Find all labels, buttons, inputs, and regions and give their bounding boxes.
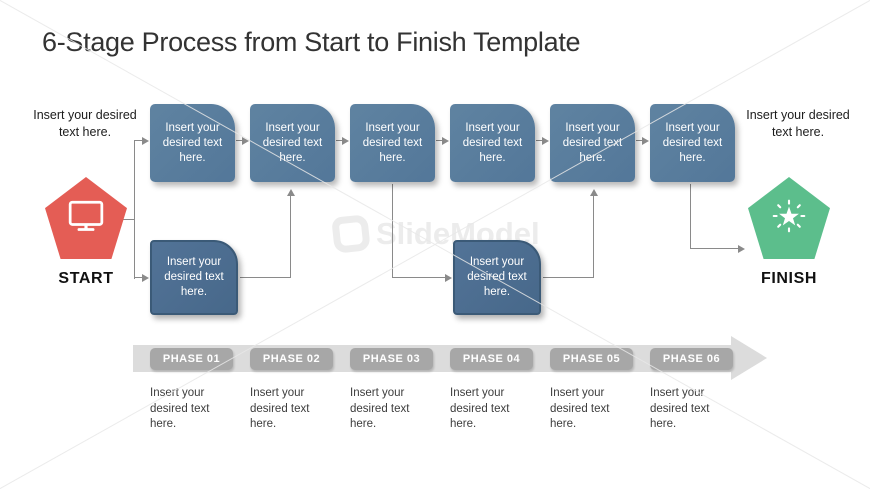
arrowhead-stage5 (542, 137, 549, 145)
arrowhead-stage4 (442, 137, 449, 145)
arrowhead-into-branch1 (142, 274, 149, 282)
stage-box-6: Insert your desired text here. (650, 104, 735, 182)
arrowhead-into-branch2 (445, 274, 452, 282)
connector-start-split (134, 140, 135, 279)
start-pentagon (45, 177, 127, 259)
start-label: START (58, 270, 114, 287)
phase-pill-4: PHASE 04 (450, 348, 533, 370)
phase-description-1: Insert your desired text here. (150, 387, 210, 430)
phase-pill-6: PHASE 06 (650, 348, 733, 370)
connector-branch1-elbow-h (240, 277, 291, 278)
phase-pill-5: PHASE 05 (550, 348, 633, 370)
stage-box-4: Insert your desired text here. (450, 104, 535, 182)
phase-description-4: Insert your desired text here. (450, 387, 510, 430)
arrowhead-into-finish (738, 245, 745, 253)
connector-stage3-to-branch2-h (392, 277, 446, 278)
phase-pill-3: PHASE 03 (350, 348, 433, 370)
finish-note: Insert your desired text here. (746, 108, 850, 139)
arrowhead-into-stage1 (142, 137, 149, 145)
phase-description-5: Insert your desired text here. (550, 387, 610, 430)
connector-stage3-down-v (392, 184, 393, 278)
stage-box-3: Insert your desired text here. (350, 104, 435, 182)
connector-stage6-to-finish-h (690, 248, 739, 249)
arrowhead-stage6 (642, 137, 649, 145)
phase-description-3: Insert your desired text here. (350, 387, 410, 430)
phase-description-6: Insert your desired text here. (650, 387, 710, 430)
arrowhead-stage2 (242, 137, 249, 145)
phase-pill-2: PHASE 02 (250, 348, 333, 370)
monitor-icon (67, 200, 105, 237)
slidemodel-logo-icon (331, 214, 371, 254)
arrowhead-stage3 (342, 137, 349, 145)
connector-branch2-elbow-v (593, 196, 594, 278)
star-burst-icon (768, 194, 810, 243)
branch-box-2: Insert your desired text here. (453, 240, 541, 315)
arrowhead-up-into-stage5 (590, 189, 598, 196)
arrowhead-up-into-stage2 (287, 189, 295, 196)
phase-pill-1: PHASE 01 (150, 348, 233, 370)
finish-label: FINISH (760, 270, 818, 287)
phase-description-2: Insert your desired text here. (250, 387, 310, 430)
connector-stage6-down-v (690, 184, 691, 249)
phase-timeline-arrowhead (731, 336, 767, 380)
page-title: 6-Stage Process from Start to Finish Tem… (42, 27, 581, 57)
stage-box-5: Insert your desired text here. (550, 104, 635, 182)
connector-branch2-elbow-h (543, 277, 594, 278)
connector-branch1-elbow-v (290, 196, 291, 278)
start-note: Insert your desired text here. (33, 108, 137, 139)
finish-pentagon (748, 177, 830, 259)
stage-box-2: Insert your desired text here. (250, 104, 335, 182)
stage-box-1: Insert your desired text here. (150, 104, 235, 182)
branch-box-1: Insert your desired text here. (150, 240, 238, 315)
